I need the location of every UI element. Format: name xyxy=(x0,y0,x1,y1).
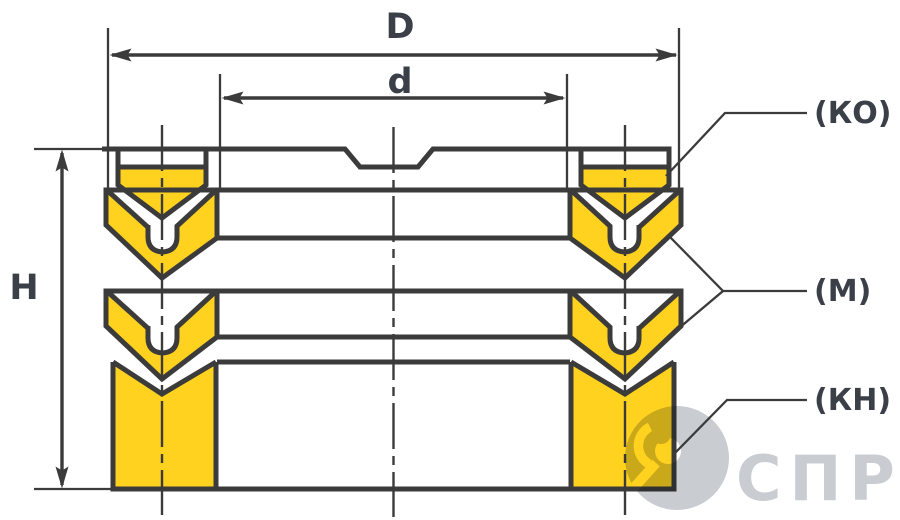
dimension-label-D: D xyxy=(385,7,414,47)
part-label-kh: (КН) xyxy=(814,383,891,418)
arrowhead-left-icon xyxy=(109,48,132,62)
center-lines xyxy=(160,125,627,517)
watermark-text: СПР xyxy=(736,442,900,515)
watermark-logo-dot-icon xyxy=(651,424,671,444)
dimension-D: D xyxy=(106,7,681,190)
arrowhead-left-icon xyxy=(221,91,244,105)
part-label-ko: (КО) xyxy=(814,96,891,131)
leader-ko xyxy=(665,111,807,177)
arrowhead-right-icon xyxy=(655,48,678,62)
dimension-label-d: d xyxy=(387,62,412,102)
bottom-ring-left xyxy=(110,359,219,492)
dimension-d: d xyxy=(218,62,569,190)
dimension-label-H: H xyxy=(9,268,38,308)
watermark: СПР xyxy=(625,406,900,515)
leader-kh xyxy=(674,398,807,454)
part-labels: (КО) (М) (КН) xyxy=(665,96,891,454)
arrowhead-down-icon xyxy=(55,466,69,489)
dimension-H: H xyxy=(9,149,69,489)
arrowhead-right-icon xyxy=(543,91,566,105)
part-label-m: (М) xyxy=(814,274,871,309)
arrowhead-up-icon xyxy=(55,149,69,172)
